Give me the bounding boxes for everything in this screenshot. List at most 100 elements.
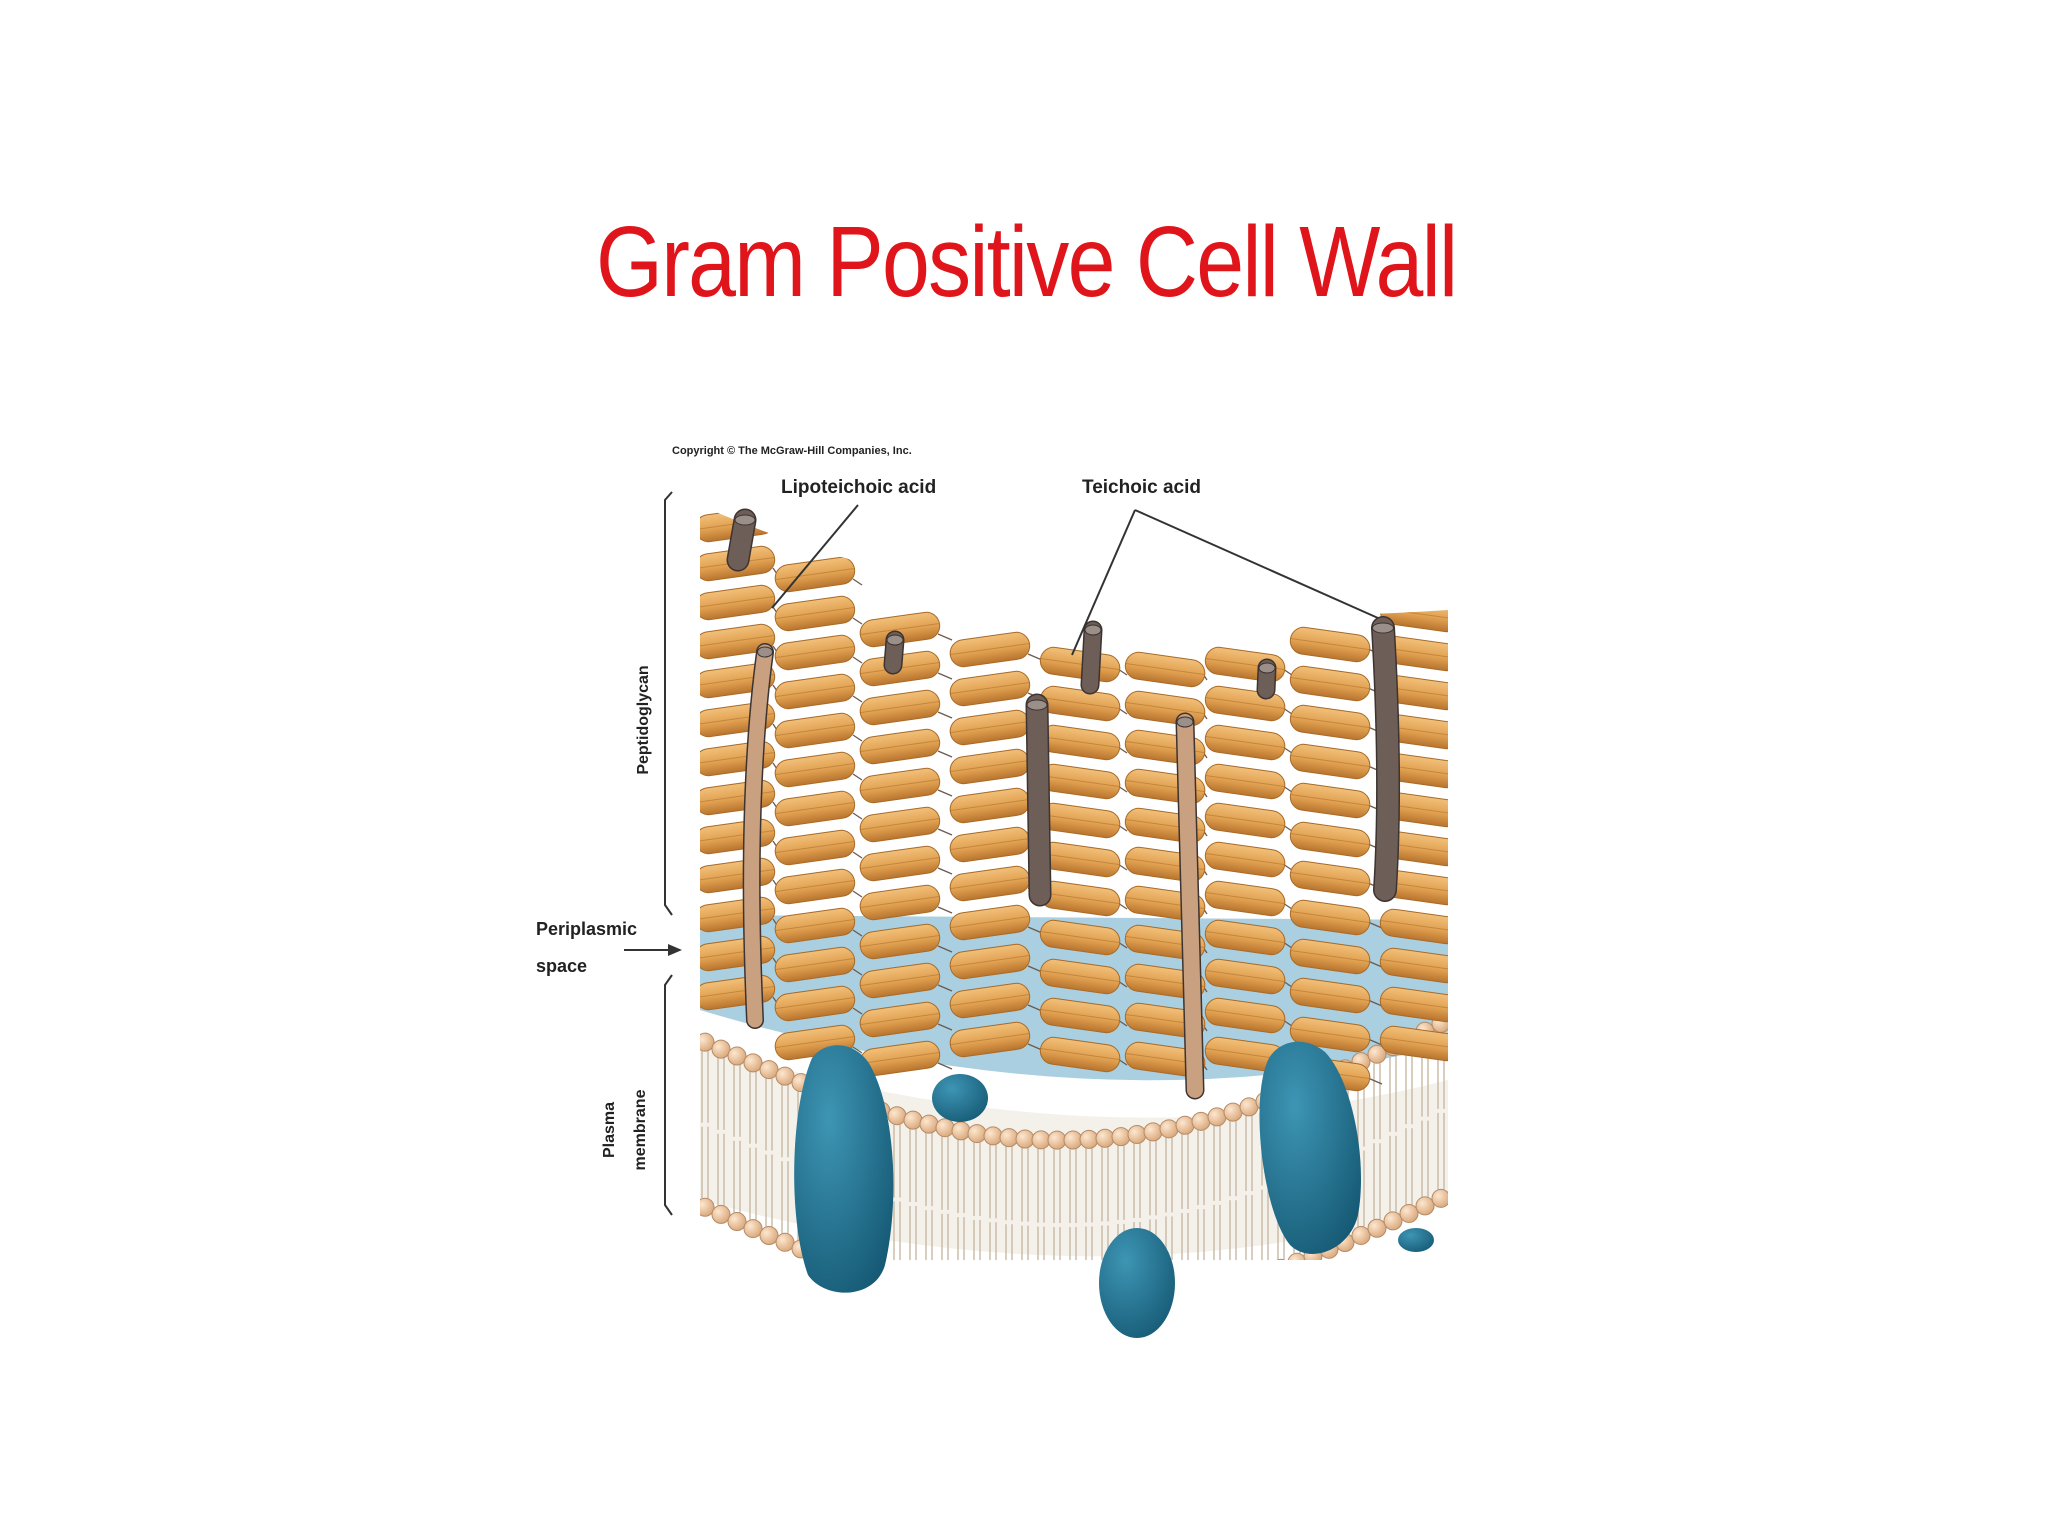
- peptidoglycan-subunit: [1289, 782, 1371, 819]
- peptidoglycan-subunit: [859, 923, 941, 960]
- peptidoglycan-subunit: [949, 1021, 1031, 1058]
- peptidoglycan-subunit: [1289, 977, 1371, 1014]
- peptidoglycan-subunit: [774, 712, 856, 749]
- plasma-membrane-label: Plasma: [601, 1102, 618, 1158]
- lipid-head: [759, 1060, 779, 1080]
- peptidoglycan-subunit: [1379, 908, 1448, 945]
- peptide-crosslink: [1367, 960, 1383, 968]
- lipid-head: [1431, 1188, 1448, 1208]
- lipid-head: [904, 1279, 922, 1297]
- lipid-head: [1000, 1298, 1018, 1316]
- peptide-crosslink: [852, 968, 863, 976]
- lipid-head: [1223, 1102, 1243, 1122]
- peptide-crosslink: [1027, 1043, 1043, 1051]
- peptidoglycan-subunit: [774, 751, 856, 788]
- peptide-crosslink: [852, 695, 863, 703]
- lipid-head: [1127, 1124, 1147, 1144]
- lipid-head: [1256, 1265, 1274, 1283]
- lipid-head: [711, 1204, 731, 1224]
- lipid-head: [1367, 1044, 1387, 1064]
- lipid-head: [951, 1121, 971, 1141]
- peptide-crosslink: [852, 617, 863, 625]
- lipid-head: [952, 1290, 970, 1308]
- label-leader-lines: [771, 504, 1379, 656]
- teichoic-rod-cap: [1026, 699, 1048, 711]
- lipid-head: [1383, 1211, 1403, 1231]
- peptide-crosslink: [1027, 926, 1043, 934]
- peptidoglycan-subunit: [774, 985, 856, 1022]
- peptidoglycan-subunit: [774, 868, 856, 905]
- lipid-head: [1176, 1288, 1194, 1306]
- peptidoglycan-subunit: [774, 790, 856, 827]
- peptidoglycan-subunit: [1039, 763, 1121, 800]
- peptide-crosslink: [852, 578, 863, 586]
- peptide-crosslink: [852, 656, 863, 664]
- peptide-crosslink: [937, 711, 953, 719]
- peptide-crosslink: [937, 984, 953, 992]
- peptide-crosslink: [852, 812, 863, 820]
- peptidoglycan-subunit: [1204, 802, 1286, 839]
- peptide-crosslink: [1027, 1004, 1043, 1012]
- lipid-head: [727, 1212, 747, 1232]
- lipid-head: [1287, 1252, 1307, 1260]
- membrane-protein: [932, 1074, 988, 1122]
- peptide-crosslink: [1027, 653, 1043, 661]
- lipid-head: [1191, 1111, 1211, 1131]
- peptidoglycan-subunit: [1204, 841, 1286, 878]
- peptidoglycan-label: Peptidoglycan: [635, 665, 652, 774]
- teichoic-acid-label: Teichoic acid: [1082, 477, 1201, 498]
- peptidoglycan-subunit: [1289, 1016, 1371, 1053]
- lipid-head: [903, 1110, 923, 1130]
- peptidoglycan-subunit: [1289, 626, 1371, 663]
- peptide-crosslink: [852, 1007, 863, 1015]
- peptidoglycan-subunit: [949, 826, 1031, 863]
- peptidoglycan-subunit: [949, 631, 1031, 668]
- peptidoglycan-subunit: [859, 884, 941, 921]
- peptide-crosslink: [852, 734, 863, 742]
- teichoic-rod: [1082, 622, 1101, 693]
- peptidoglycan-subunit: [1039, 958, 1121, 995]
- peptide-crosslink: [937, 672, 953, 680]
- peptidoglycan-subunit: [1039, 919, 1121, 956]
- peptidoglycan-subunit: [859, 806, 941, 843]
- lipid-head: [759, 1226, 779, 1246]
- membrane-protein: [1398, 1228, 1434, 1252]
- lipid-head: [1415, 1196, 1435, 1216]
- teichoic-rod-cap: [1084, 624, 1102, 636]
- teichoic-rod: [1027, 695, 1050, 905]
- teichoic-rod: [1372, 617, 1399, 901]
- peptidoglycan-subunit: [1289, 743, 1371, 780]
- lipid-head: [775, 1066, 795, 1086]
- peptidoglycan-subunit: [774, 556, 856, 593]
- lipid-head: [1063, 1130, 1083, 1150]
- peptidoglycan-subunit: [859, 962, 941, 999]
- lipid-head: [1159, 1119, 1179, 1139]
- peptidoglycan-subunit: [700, 857, 776, 894]
- peptidoglycan-subunit: [949, 787, 1031, 824]
- peptidoglycan-subunit: [859, 689, 941, 726]
- layer-bracket: [664, 491, 673, 1216]
- peptide-crosslink: [937, 906, 953, 914]
- lipid-head: [1208, 1280, 1226, 1298]
- lipid-head: [1192, 1284, 1210, 1302]
- peptide-crosslink: [937, 789, 953, 797]
- lipid-head: [887, 1106, 907, 1126]
- peptidoglycan-layers: [700, 506, 1448, 1092]
- peptidoglycan-subunit: [774, 907, 856, 944]
- peptidoglycan-subunit: [949, 670, 1031, 707]
- peptide-crosslink: [937, 1023, 953, 1031]
- peptide-crosslink: [937, 867, 953, 875]
- peptidoglycan-subunit: [1204, 880, 1286, 917]
- peptidoglycan-subunit: [1379, 752, 1448, 789]
- peptidoglycan-subunit: [1204, 763, 1286, 800]
- peptide-crosslink: [937, 945, 953, 953]
- lipid-head: [1015, 1129, 1035, 1149]
- membrane-proteins: [794, 1041, 1434, 1338]
- peptidoglycan-subunit: [774, 946, 856, 983]
- peptidoglycan-subunit: [1039, 685, 1121, 722]
- lipid-head: [1367, 1218, 1387, 1238]
- peptidoglycan-subunit: [774, 634, 856, 671]
- lipid-head: [920, 1283, 938, 1301]
- peptidoglycan-subunit: [859, 1040, 941, 1077]
